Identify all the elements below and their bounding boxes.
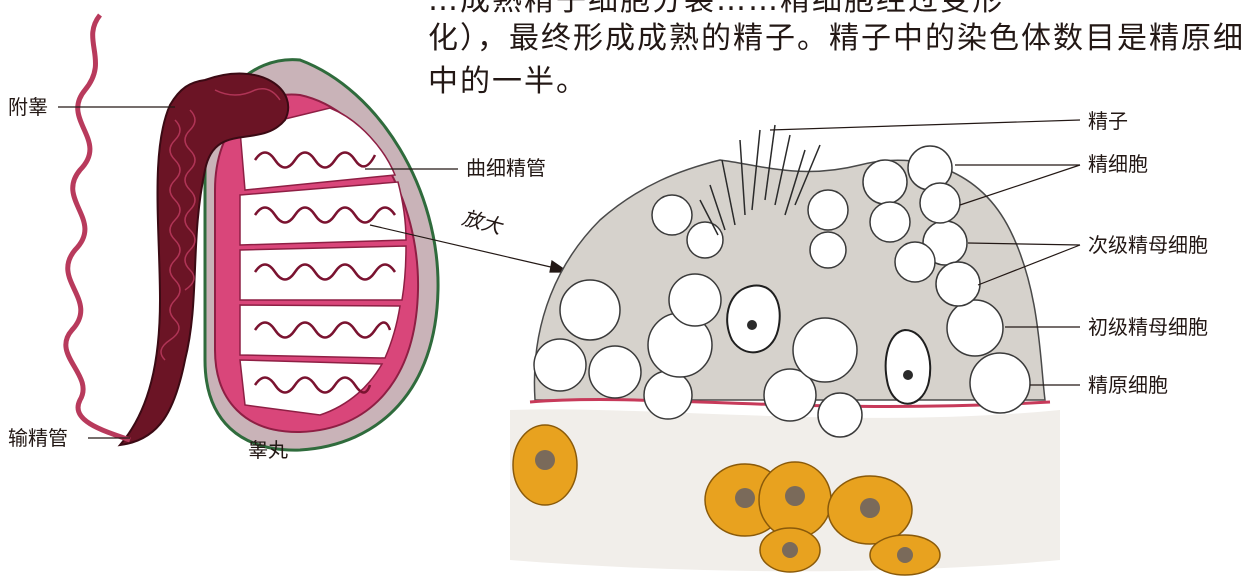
lobule: [240, 305, 400, 358]
primary-spermatocyte-cell: [947, 300, 1003, 356]
spermatogonium-cell: [818, 393, 862, 437]
label-testis: 睾丸: [248, 440, 288, 460]
spermatid-cell: [808, 190, 848, 230]
spermatogonium-cell: [644, 371, 692, 419]
tubule-section: [510, 120, 1080, 575]
label-epididymis: 附睾: [8, 97, 48, 117]
sertoli-nucleus: [886, 330, 930, 404]
spermatid-cell: [687, 222, 723, 258]
vas-deferens: [66, 15, 130, 440]
sertoli-nucleus: [727, 286, 780, 353]
label-sperm: 精子: [1088, 111, 1128, 131]
primary-spermatocyte-cell: [793, 318, 857, 382]
label-spermatogonium: 精原细胞: [1088, 375, 1168, 395]
spermatogonium-cell: [589, 346, 641, 398]
spermatid-cell: [863, 160, 907, 204]
label-primary-spermatocyte: 初级精母细胞: [1088, 317, 1208, 337]
secondary-spermatocyte-cell: [895, 242, 935, 282]
spermatogonium-cell: [970, 353, 1030, 413]
label-vas-deferens: 输精管: [8, 428, 68, 448]
lobule: [240, 246, 406, 300]
primary-spermatocyte-cell: [560, 280, 620, 340]
spermatid-cell: [810, 232, 846, 268]
secondary-spermatocyte-cell: [936, 262, 980, 306]
spermatid-cell: [652, 195, 692, 235]
spermatid-cell: [870, 202, 910, 242]
label-seminiferous-tubule: 曲细精管: [466, 158, 546, 178]
label-spermatid: 精细胞: [1088, 154, 1148, 174]
spermatogonium-cell: [534, 339, 586, 391]
primary-spermatocyte-cell: [669, 274, 721, 326]
label-secondary-spermatocyte: 次级精母细胞: [1088, 235, 1208, 255]
spermatid-cell: [920, 183, 960, 223]
